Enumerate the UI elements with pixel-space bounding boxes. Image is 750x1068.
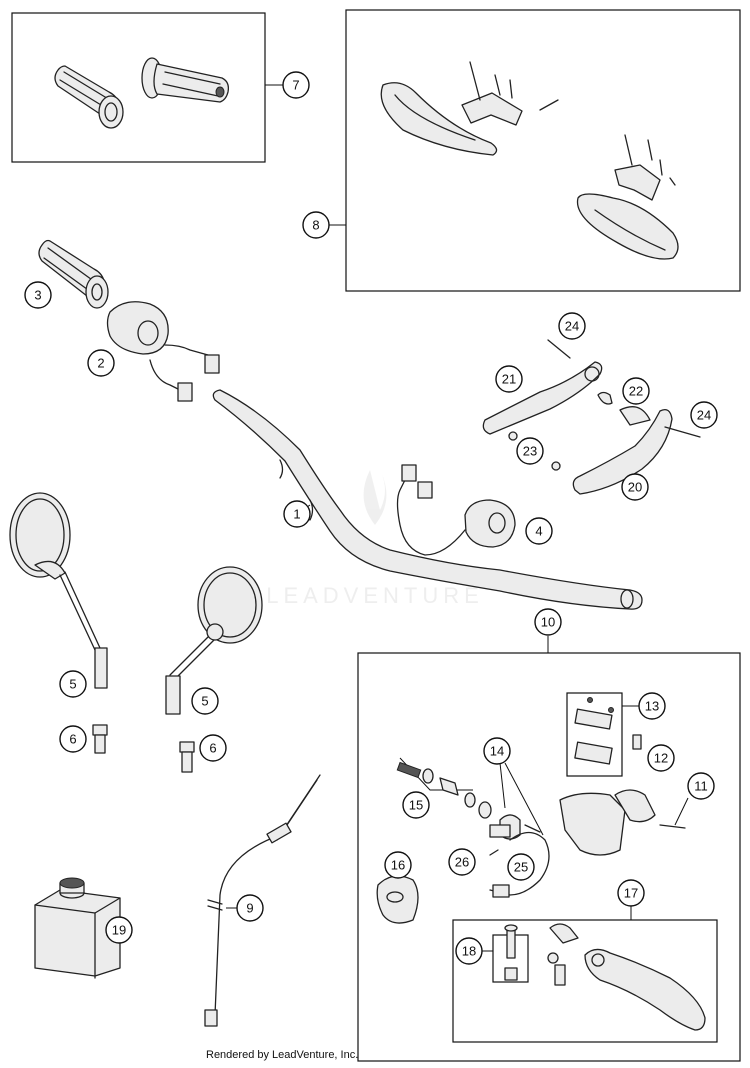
callout-6-left: 6 — [59, 725, 87, 753]
callout-18: 18 — [455, 937, 483, 965]
callout-label: 1 — [293, 507, 300, 522]
callout-label: 4 — [535, 524, 542, 539]
handlebar-part-1 — [212, 389, 643, 610]
callout-label: 12 — [654, 751, 668, 766]
callout-label: 10 — [541, 615, 555, 630]
callout-11: 11 — [687, 772, 715, 800]
callout-label: 5 — [201, 694, 208, 709]
handguard-set-part-8 — [380, 61, 679, 260]
callout-label: 5 — [69, 677, 76, 692]
callout-label: 2 — [97, 356, 104, 371]
callout-label: 9 — [246, 901, 253, 916]
callout-5-left: 5 — [59, 670, 87, 698]
watermark-text: LEADVENTURE — [266, 583, 484, 608]
callout-label: 18 — [462, 944, 476, 959]
mirror-left-part-5 — [9, 492, 108, 689]
mirror-nut-part-6-right — [179, 741, 195, 773]
callout-22: 22 — [622, 377, 650, 405]
render-credit: Rendered by LeadVenture, Inc. — [206, 1049, 359, 1061]
throttle-housing-part-2 — [106, 301, 220, 402]
callout-label: 14 — [490, 744, 504, 759]
callout-label: 26 — [455, 855, 469, 870]
callout-label: 15 — [409, 798, 423, 813]
callout-1: 1 — [283, 500, 311, 528]
callout-13: 13 — [638, 692, 666, 720]
callout-label: 17 — [624, 886, 638, 901]
callout-24-top: 24 — [558, 312, 586, 340]
clutch-assembly-parts — [376, 697, 706, 1031]
grip-pair-part-7 — [54, 57, 230, 129]
callout-6-right: 6 — [199, 734, 227, 762]
light-switch-part-4 — [396, 464, 516, 556]
callout-5-right: 5 — [191, 687, 219, 715]
callout-23: 23 — [516, 437, 544, 465]
callout-label: 8 — [312, 218, 319, 233]
frame-clutch-assembly — [357, 652, 741, 1062]
throttle-cable-part-9 — [204, 774, 321, 1027]
callout-8: 8 — [302, 211, 330, 239]
frame-master-cylinder-cover — [566, 692, 623, 777]
callout-25: 25 — [507, 853, 535, 881]
callout-label: 3 — [34, 288, 41, 303]
callout-14: 14 — [483, 737, 511, 765]
callout-10: 10 — [534, 608, 562, 636]
callout-label: 21 — [502, 372, 516, 387]
mirror-right-part-5 — [165, 566, 263, 715]
callout-17: 17 — [617, 879, 645, 907]
callout-12: 12 — [647, 744, 675, 772]
callout-label: 11 — [694, 779, 708, 794]
callout-20: 20 — [621, 473, 649, 501]
callout-label: 6 — [209, 741, 216, 756]
watermark-logo: LEADVENTURE — [266, 470, 484, 608]
callout-2: 2 — [87, 349, 115, 377]
callout-9: 9 — [236, 894, 264, 922]
callout-7: 7 — [282, 71, 310, 99]
callout-16: 16 — [384, 851, 412, 879]
callout-19: 19 — [105, 916, 133, 944]
callout-label: 20 — [628, 480, 642, 495]
throttle-grip-part-3 — [38, 239, 109, 309]
callout-24-right: 24 — [690, 401, 718, 429]
callout-label: 19 — [112, 923, 126, 938]
callout-label: 23 — [523, 444, 537, 459]
callout-21: 21 — [495, 365, 523, 393]
callout-15: 15 — [402, 791, 430, 819]
callout-label: 13 — [645, 699, 659, 714]
mirror-nut-part-6-left — [92, 724, 108, 754]
frame-handguards — [345, 9, 741, 292]
callout-4: 4 — [525, 517, 553, 545]
callout-label: 24 — [565, 319, 579, 334]
callout-label: 24 — [697, 408, 711, 423]
callout-label: 25 — [514, 860, 528, 875]
callout-label: 7 — [292, 78, 299, 93]
brake-lever-set-parts-20-24 — [482, 339, 701, 495]
callout-26: 26 — [448, 848, 476, 876]
callout-label: 16 — [391, 858, 405, 873]
frame-grips — [11, 12, 266, 163]
fluid-bottle-part-19 — [34, 877, 121, 979]
callout-label: 6 — [69, 732, 76, 747]
frame-clutch-lever — [452, 919, 718, 1043]
callout-3: 3 — [24, 281, 52, 309]
callout-label: 22 — [629, 384, 643, 399]
